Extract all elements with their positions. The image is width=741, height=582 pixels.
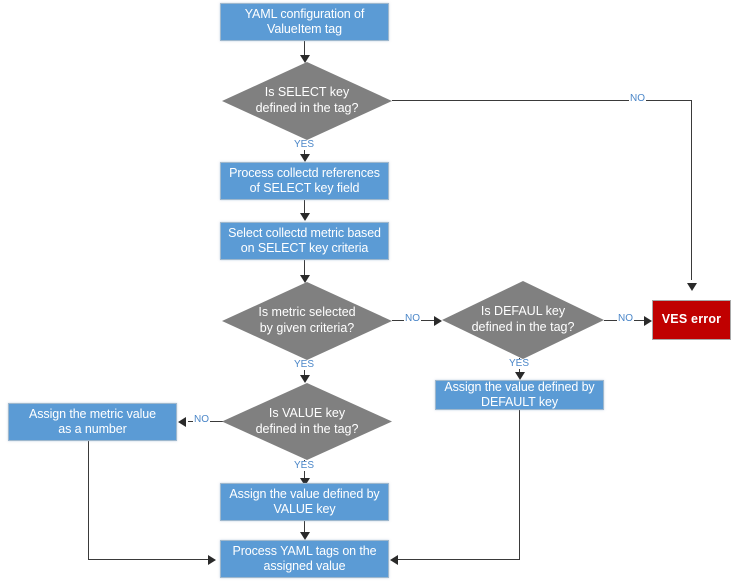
edge-label-default-no: NO (617, 313, 634, 324)
connector-start-to-select (304, 41, 305, 61)
node-assign-number[interactable]: Assign the metric value as a number (8, 403, 177, 441)
node-metric-selected-label: Is metric selected by given criteria? (258, 305, 356, 335)
arrowhead-select (300, 55, 310, 63)
edge-label-value-yes: YES (293, 460, 316, 471)
connector-metric-to-decision (304, 260, 305, 276)
node-ves-error-label: VES error (661, 312, 722, 327)
connector-refs-to-metric (304, 200, 305, 214)
node-start-label: YAML configuration of ValueItem tag (244, 6, 365, 36)
node-default-key-label: Is DEFAUL key defined in the tag? (471, 304, 575, 334)
node-process-yaml-tags-label: Process YAML tags on the assigned value (232, 543, 377, 573)
connector-select-no-vertical (691, 100, 692, 280)
edge-label-select-no: NO (629, 93, 646, 104)
arrowhead-process-tags-left (208, 555, 216, 565)
node-default-key-decision[interactable]: Is DEFAUL key defined in the tag? (442, 281, 604, 359)
node-ves-error[interactable]: VES error (652, 300, 731, 340)
node-assign-value[interactable]: Assign the value defined by VALUE key (220, 483, 389, 521)
arrowhead-process-tags-right (390, 555, 398, 565)
arrowhead-assign-number (178, 417, 186, 427)
node-select-key-label: Is SELECT key defined in the tag? (255, 85, 359, 115)
node-assign-default-label: Assign the value defined by DEFAULT key (444, 379, 595, 409)
edge-label-metric-yes: YES (293, 359, 316, 370)
edge-label-default-yes: YES (508, 358, 531, 369)
connector-number-return-vertical (88, 440, 89, 560)
connector-assignvalue-to-tags (304, 520, 305, 534)
edge-label-metric-no: NO (404, 313, 421, 324)
node-select-metric-label: Select collectd metric based on SELECT k… (228, 225, 381, 255)
connector-number-return-horizontal (88, 559, 210, 560)
arrowhead-value-key (300, 375, 310, 383)
node-process-references-label: Process collectd references of SELECT ke… (229, 165, 380, 195)
node-select-metric[interactable]: Select collectd metric based on SELECT k… (220, 222, 389, 260)
arrowhead-process-refs (300, 154, 310, 162)
connector-default-return-vertical (519, 409, 520, 560)
edge-label-select-yes: YES (293, 139, 316, 150)
connector-select-no-horizontal (392, 100, 692, 101)
arrowhead-ves-error-top (687, 283, 697, 291)
node-process-references[interactable]: Process collectd references of SELECT ke… (220, 162, 389, 200)
node-metric-selected-decision[interactable]: Is metric selected by given criteria? (222, 282, 392, 360)
node-process-yaml-tags[interactable]: Process YAML tags on the assigned value (220, 540, 389, 578)
arrowhead-metric-decision (300, 275, 310, 283)
node-assign-value-label: Assign the value defined by VALUE key (229, 486, 380, 516)
arrowhead-default-key (434, 316, 442, 326)
node-value-key-decision[interactable]: Is VALUE key defined in the tag? (222, 383, 392, 460)
connector-default-return-horizontal (398, 559, 520, 560)
node-assign-default[interactable]: Assign the value defined by DEFAULT key (435, 380, 604, 410)
node-select-key-decision[interactable]: Is SELECT key defined in the tag? (222, 62, 392, 140)
arrowhead-assign-value (300, 478, 310, 486)
node-assign-number-label: Assign the metric value as a number (29, 406, 156, 436)
node-start[interactable]: YAML configuration of ValueItem tag (220, 3, 389, 41)
arrowhead-ves-error-left (644, 316, 652, 326)
arrowhead-assign-default (515, 372, 525, 380)
arrowhead-select-metric (300, 213, 310, 221)
edge-label-value-no: NO (193, 414, 210, 425)
node-value-key-label: Is VALUE key defined in the tag? (255, 405, 359, 436)
arrowhead-process-tags-top (300, 532, 310, 540)
